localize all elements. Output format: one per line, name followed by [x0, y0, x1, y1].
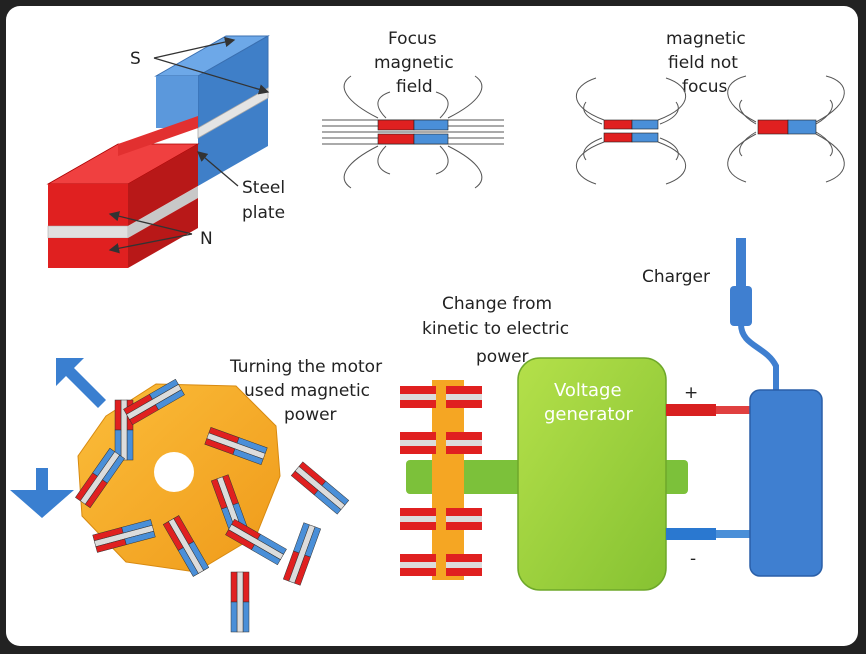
plus-label: +: [684, 383, 698, 403]
negative-wire: [666, 528, 752, 540]
turning-label-line2: used magnetic: [244, 381, 370, 401]
charger: [730, 238, 823, 577]
magnet-generator-diagram: S N Steel plate Focus magnetic field mag…: [10, 29, 845, 633]
rotor-magnet: [204, 426, 268, 466]
rotor-magnets: [75, 378, 350, 633]
shaft-magnet: [446, 432, 482, 454]
generator-label-line2: generator: [544, 404, 633, 425]
focus-label-line2: magnetic: [374, 53, 454, 73]
focus-label-line1: Focus: [388, 29, 437, 49]
s-pole-label: S: [130, 49, 141, 69]
charger-label: Charger: [642, 267, 710, 287]
shaft-magnet: [400, 554, 436, 576]
unfocused-field-lines: [575, 75, 845, 185]
minus-label: -: [690, 549, 696, 569]
change-label-line2: kinetic to electric: [422, 319, 569, 339]
positive-wire: [666, 404, 752, 416]
rotor-magnet: [230, 571, 250, 633]
shaft-magnet: [400, 508, 436, 530]
rotor-magnet: [75, 447, 125, 509]
not-focus-label-line3: focus: [682, 77, 728, 97]
shaft-magnet: [400, 386, 436, 408]
shaft-magnet: [400, 432, 436, 454]
rotor-magnet: [225, 518, 287, 566]
pole-pointer-lines: [108, 36, 270, 254]
unfocused-magnet-pair: [603, 119, 659, 143]
shaft-magnet: [446, 386, 482, 408]
generator-label-line1: Voltage: [554, 380, 622, 401]
steel-plate-label-line1: Steel: [242, 178, 285, 198]
shaft-magnets: [400, 386, 482, 576]
rotor-magnet: [290, 461, 350, 515]
rotor-magnet: [282, 522, 322, 586]
rotor-magnet: [92, 519, 156, 553]
not-focus-label-line2: field not: [668, 53, 738, 73]
rotor-magnet: [162, 515, 210, 577]
change-label-line3: power: [476, 347, 529, 367]
focus-label-line3: field: [396, 77, 433, 97]
blue-arrow-top: [56, 358, 108, 408]
stacked-bar-magnet: [46, 35, 270, 268]
blue-arrow-left: [10, 468, 74, 518]
single-magnet: [757, 119, 817, 135]
steel-plate-label-line2: plate: [242, 203, 285, 223]
voltage-generator: [517, 357, 667, 591]
rotor-magnet: [123, 378, 185, 426]
turning-label-line3: power: [284, 405, 337, 425]
shaft-magnet: [446, 554, 482, 576]
focused-magnet-pair: [377, 119, 449, 145]
diagram-canvas: S N Steel plate Focus magnetic field mag…: [6, 6, 858, 646]
change-label-line1: Change from: [442, 294, 552, 314]
n-pole-label: N: [200, 229, 213, 249]
turning-label-line1: Turning the motor: [229, 357, 382, 377]
not-focus-label-line1: magnetic: [666, 29, 746, 49]
shaft-magnet: [446, 508, 482, 530]
